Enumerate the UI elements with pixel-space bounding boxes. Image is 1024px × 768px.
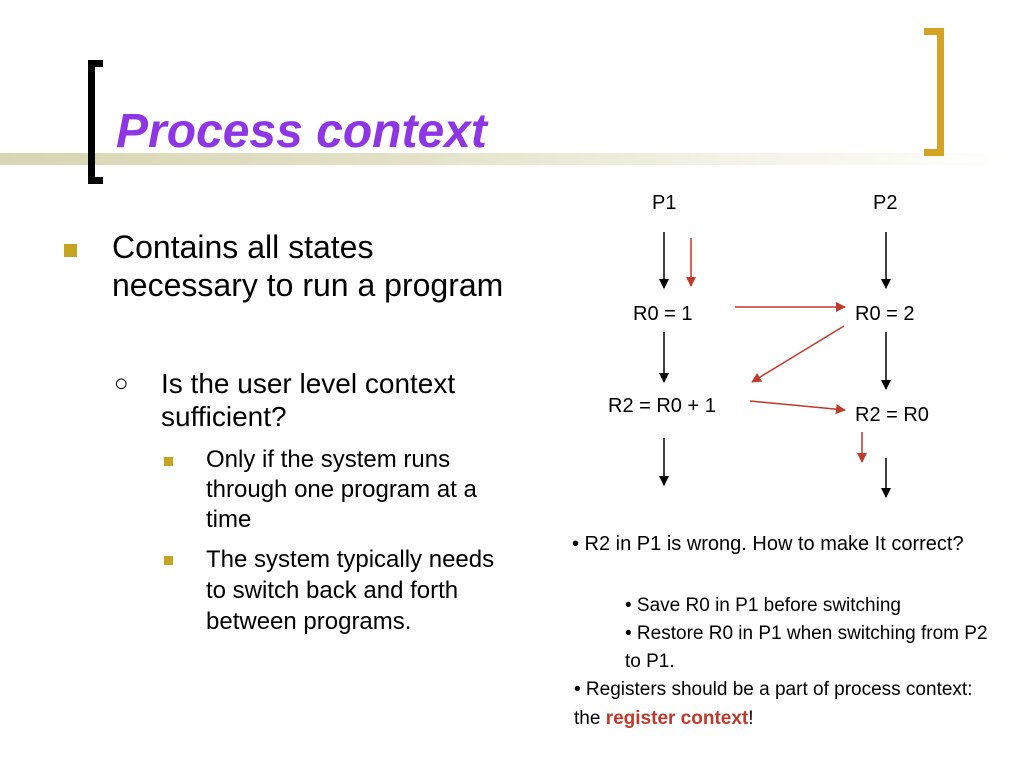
p2-r0-label: R0 = 2 (855, 303, 914, 325)
left-bracket-decoration (88, 60, 103, 184)
bullet-sub-text: Is the user level context sufficient? (161, 368, 456, 432)
note-4-suffix: ! (748, 708, 754, 729)
note-4-prefix: • Registers should be a part of process … (574, 679, 973, 729)
note-2: • Save R0 in P1 before switching (625, 595, 901, 616)
note-4: • Registers should be a part of process … (574, 675, 994, 733)
switch-p1-to-p2-arrow-2 (749, 400, 846, 415)
square-bullet-icon (64, 244, 77, 257)
p1-label: P1 (652, 192, 676, 214)
note-1: • R2 in P1 is wrong. How to make It corr… (572, 533, 964, 555)
register-context-highlight: register context (605, 708, 749, 729)
hollow-circle-bullet-icon: ○ (114, 370, 129, 397)
switch-p2-to-p1-arrow (751, 325, 845, 383)
p2-label: P2 (873, 192, 897, 214)
p2-r2-label: R2 = R0 (855, 404, 929, 426)
title-underline-bar (0, 153, 1024, 165)
bullet-subsub-1-text: Only if the system runs through one prog… (206, 446, 477, 533)
slide-title: Process context (116, 105, 487, 158)
small-square-bullet-icon (164, 457, 173, 466)
small-square-bullet-icon (164, 556, 173, 565)
bullet-subsub-2-text: The system typically needs to switch bac… (206, 546, 495, 635)
p1-r2-label: R2 = R0 + 1 (608, 395, 716, 417)
right-bracket-decoration (924, 28, 944, 156)
p1-r0-label: R0 = 1 (633, 303, 692, 325)
bullet-main-text: Contains all states necessary to run a p… (112, 229, 504, 303)
note-3: • Restore R0 in P1 when switching from P… (625, 623, 988, 672)
